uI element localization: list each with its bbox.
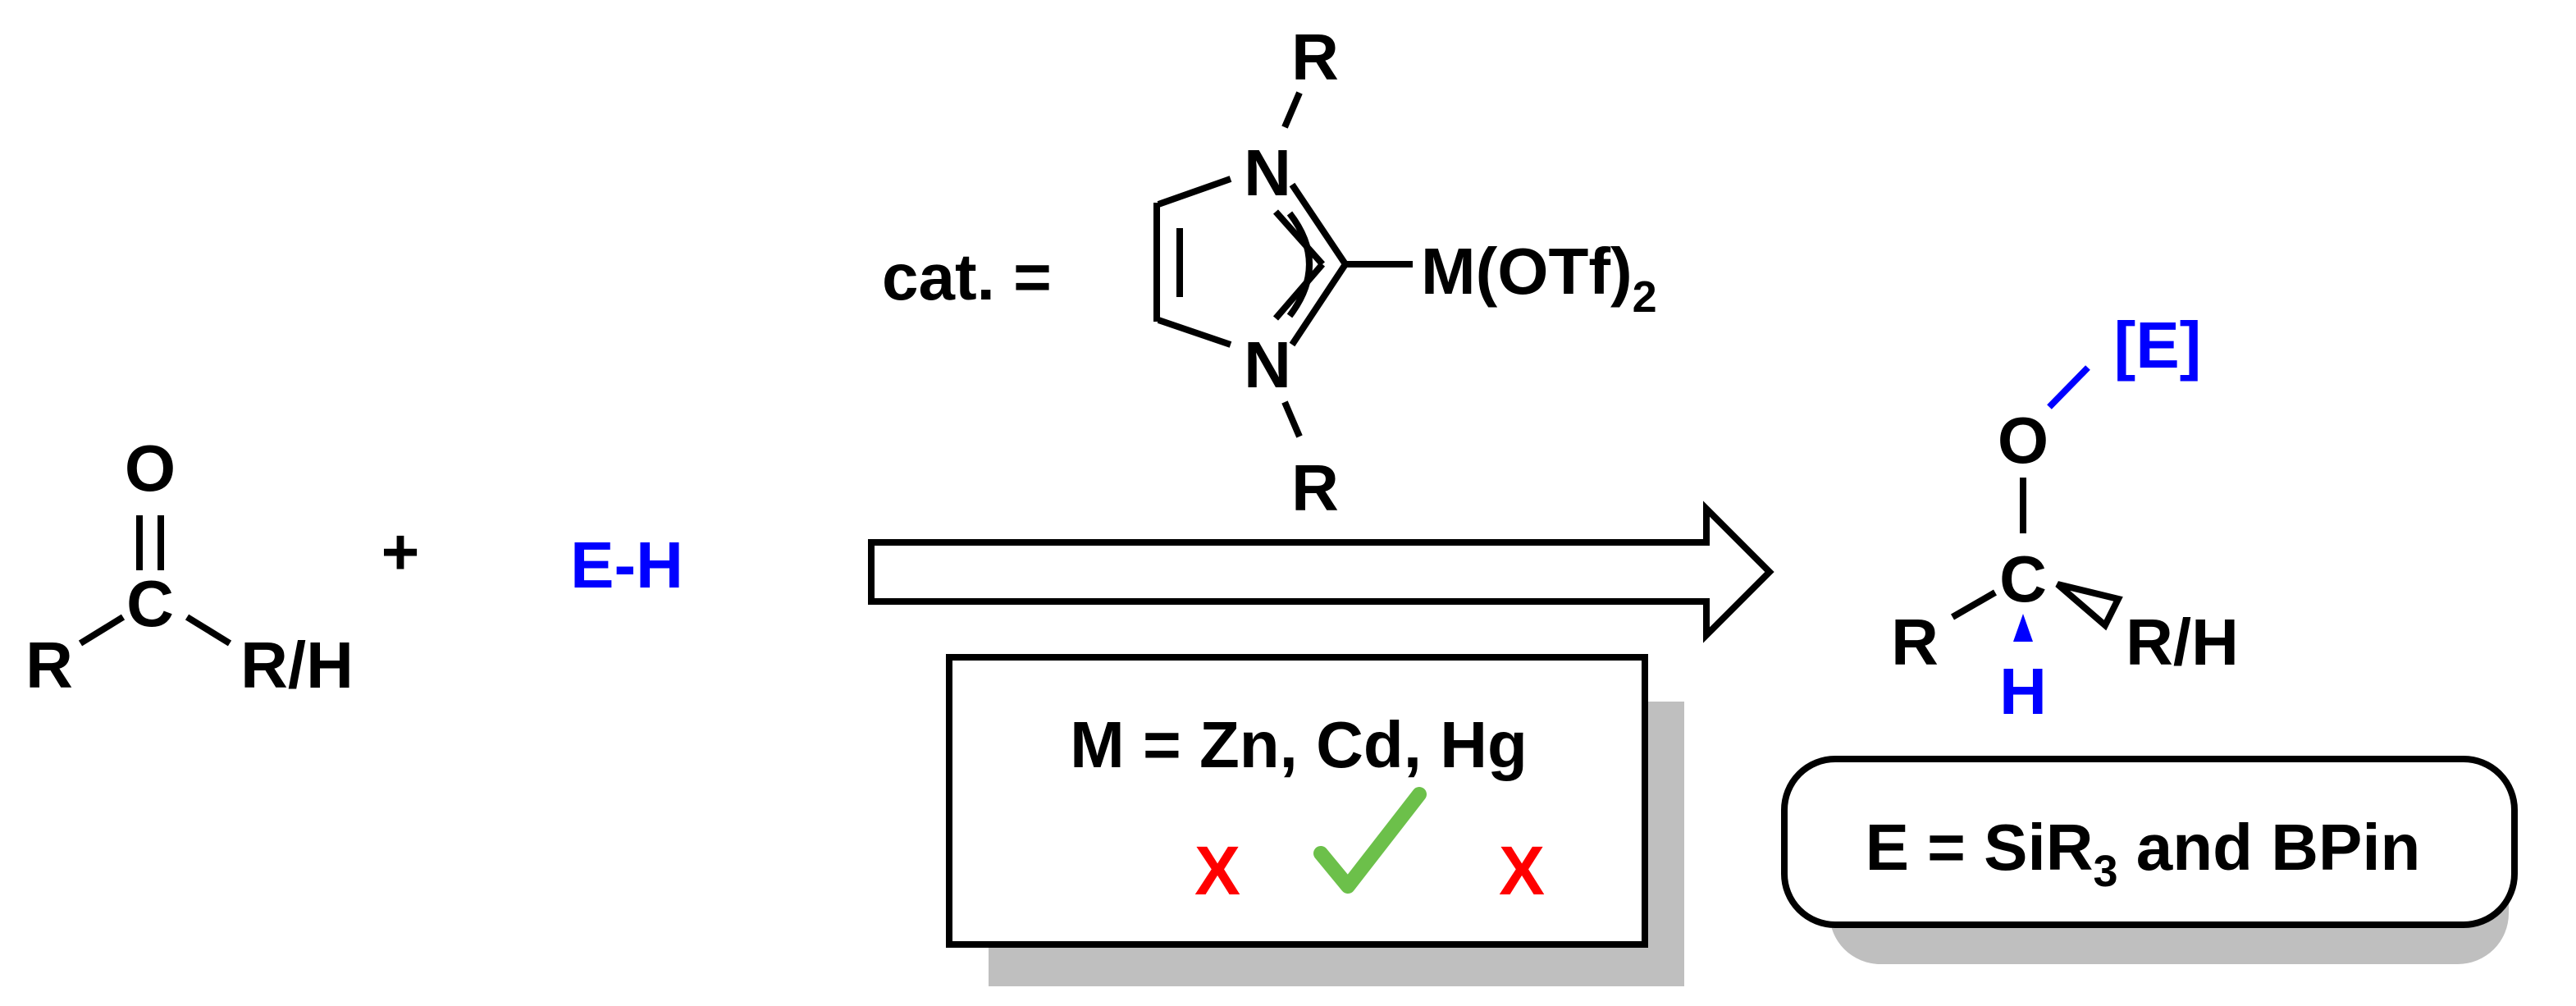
e-box-text: E = SiR3 and BPin [1866, 811, 2421, 896]
product-left-group: R [1891, 606, 1939, 679]
catalyst-r-top: R [1291, 21, 1339, 94]
n-r-bottom-bond [1281, 400, 1303, 438]
o-e-bond [2047, 365, 2090, 409]
catalyst-n-top: N [1244, 136, 1291, 209]
product-right-group: R/H [2126, 606, 2239, 679]
product-h-wedge-bond [2013, 614, 2033, 642]
product-left-bond [1951, 589, 1997, 620]
product-oxygen-label: O [1998, 404, 2048, 477]
e-box-suffix: and BPin [2118, 811, 2421, 884]
ring-bond-c4-n3 [1157, 317, 1232, 348]
reaction-arrow [868, 501, 1774, 643]
metal-box: M = Zn, Cd, Hg X X [946, 654, 1684, 986]
e-box-frame [1781, 756, 2518, 928]
ring-bond-n1-c2 [1289, 182, 1349, 267]
carbene-resonance-arc [1286, 211, 1313, 318]
product: [E] O C R R/H H [1891, 309, 2239, 728]
product-carbon-label: C [1999, 542, 2047, 615]
product-hydrogen-label: H [1999, 655, 2047, 728]
reactant-right-bond [185, 614, 232, 647]
ring-bond-n3-c2 [1289, 262, 1349, 347]
reactant-right-group: R/H [240, 629, 354, 702]
plus-sign: + [381, 515, 420, 588]
reactant-carbonyl: O C R R/H [25, 432, 354, 702]
e-box: E = SiR3 and BPin [1781, 756, 2518, 964]
ring-bond-n1-c2-inner [1273, 209, 1325, 267]
e-box-prefix: E = SiR [1866, 811, 2094, 884]
cd-success-checkmark-icon [1313, 787, 1427, 894]
catalyst-n-bottom: N [1244, 328, 1291, 401]
catalyst-metal-group: M(OTf)2 [1421, 235, 1657, 322]
metal-group-subscript: 2 [1633, 272, 1657, 322]
metal-group-text: M(OTf) [1421, 235, 1633, 308]
ring-bond-n3-c2-inner [1272, 262, 1326, 321]
catalyst-r-bottom: R [1291, 451, 1339, 524]
product-element-label: [E] [2114, 309, 2202, 382]
zn-fail-mark: X [1194, 832, 1240, 909]
ring-bond-n1-c5 [1157, 176, 1232, 208]
reactant-left-group: R [25, 629, 73, 702]
product-hashed-wedge-bond [2055, 581, 2123, 631]
reactant-left-bond [78, 614, 126, 647]
metal-box-frame [946, 654, 1648, 948]
reactant-carbon-label: C [126, 567, 174, 640]
hg-fail-mark: X [1499, 832, 1545, 909]
e-box-subscript: 3 [2093, 847, 2117, 896]
metal-box-text: M = Zn, Cd, Hg [1070, 708, 1528, 781]
reagent-eh: E-H [570, 528, 683, 601]
n-r-top-bond [1281, 91, 1303, 129]
catalyst-label: cat. = [882, 240, 1052, 313]
reactant-oxygen-label: O [125, 432, 176, 505]
catalyst-structure: cat. = R N M(OTf)2 N R [882, 21, 1657, 524]
